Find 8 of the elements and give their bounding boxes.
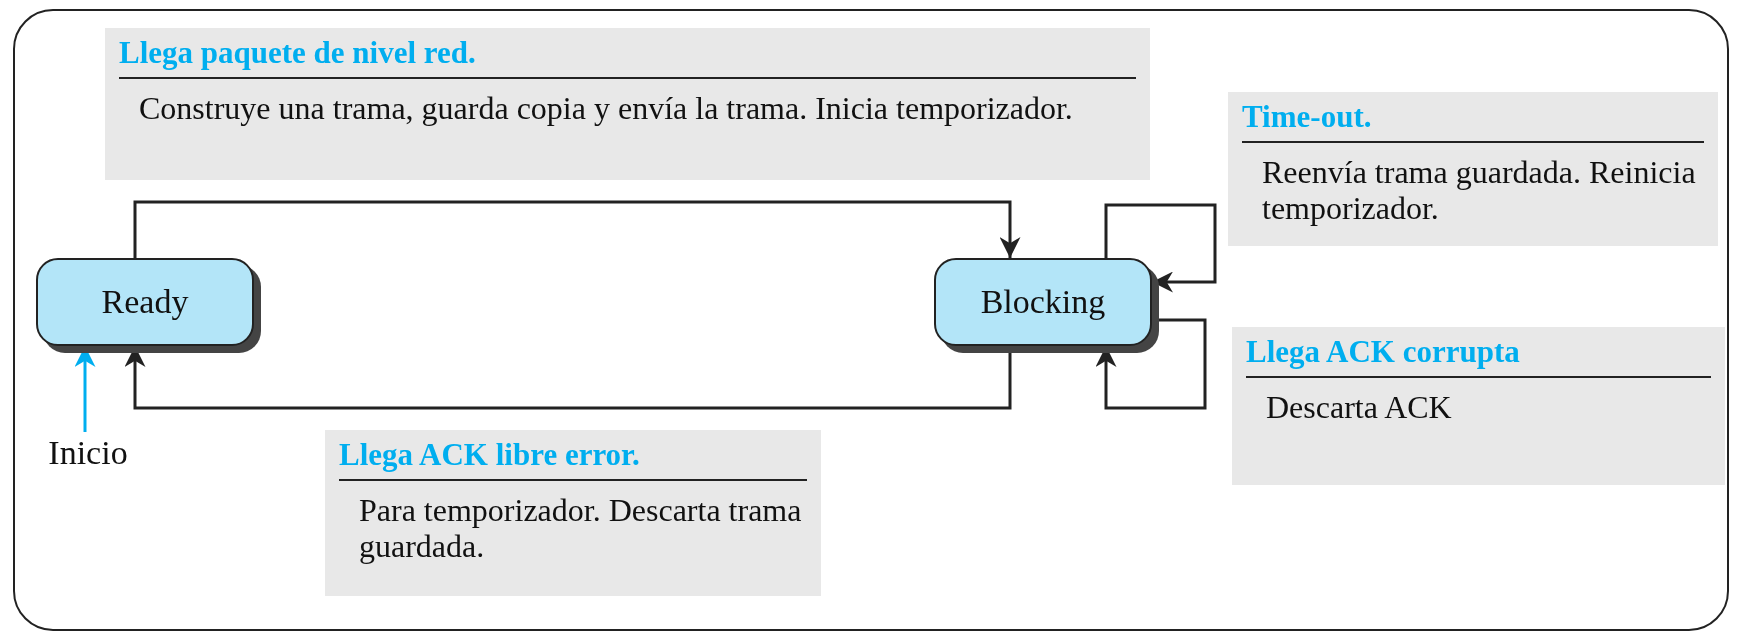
arrow xyxy=(1095,318,1207,410)
edge-label: Llega ACK libre error. Para temporizador. Descarta trama guardada. xyxy=(325,430,821,596)
edge-label: Llega ACK corrupta Descarta ACK xyxy=(1232,327,1725,485)
arrow xyxy=(1104,203,1217,293)
edge-label: Time-out. Reenvía trama guardada. Reinicia temporizador. xyxy=(1228,92,1718,246)
start-label: Inicio xyxy=(38,432,138,474)
arrow xyxy=(133,200,1021,258)
edge-label: Llega paquete de nivel red. Construye una trama, guarda copia y envía la trama. Inicia temporizador. xyxy=(105,28,1150,180)
